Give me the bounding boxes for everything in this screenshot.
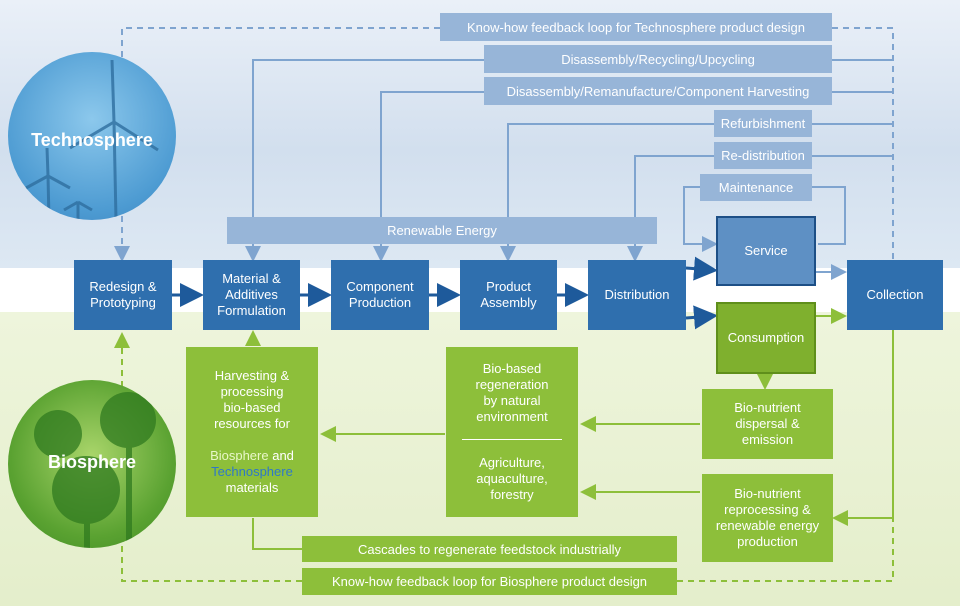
maintenance-bar: Maintenance (700, 174, 812, 201)
regeneration-box: Bio-based regeneration by natural enviro… (446, 347, 578, 517)
harvesting-processing-box: Harvesting & processing bio-based resour… (186, 347, 318, 517)
bio-nutrient-reprocessing-box: Bio-nutrient reprocessing & renewable en… (702, 474, 833, 562)
bio-nutrient-dispersal-box: Bio-nutrient dispersal & emission (702, 389, 833, 459)
harvesting-text: Harvesting & processing bio-based resour… (214, 368, 290, 431)
wind-turbine-icon (25, 59, 159, 220)
technosphere-word: Technosphere (211, 464, 293, 479)
collection-box: Collection (847, 260, 943, 330)
disassembly-remanufacture-bar: Disassembly/Remanufacture/Component Harv… (484, 77, 832, 105)
tree-icon (34, 392, 156, 548)
knowhow-technosphere-bar: Know-how feedback loop for Technosphere … (440, 13, 832, 41)
redistribution-bar: Re-distribution (714, 142, 812, 169)
and-word: and (268, 448, 294, 463)
regeneration-text: Bio-based regeneration by natural enviro… (475, 361, 549, 424)
knowhow-biosphere-bar: Know-how feedback loop for Biosphere pro… (302, 568, 677, 595)
regeneration-divider (462, 439, 562, 440)
consumption-box: Consumption (716, 302, 816, 374)
service-box: Service (716, 216, 816, 286)
cascades-bar: Cascades to regenerate feedstock industr… (302, 536, 677, 562)
redesign-prototyping-box: Redesign & Prototyping (74, 260, 172, 330)
technosphere-circle: Technosphere (8, 52, 176, 220)
harvesting-materials-line: Biosphere and (210, 432, 294, 464)
agriculture-text: Agriculture, aquaculture, forestry (476, 455, 548, 502)
biosphere-label: Biosphere (47, 452, 137, 472)
refurbishment-bar: Refurbishment (714, 110, 812, 137)
material-formulation-box: Material & Additives Formulation (203, 260, 300, 330)
distribution-box: Distribution (588, 260, 686, 330)
biosphere-word: Biosphere (210, 448, 269, 463)
biosphere-circle: Biosphere (8, 380, 176, 548)
product-assembly-box: Product Assembly (460, 260, 557, 330)
materials-word: materials (225, 480, 279, 495)
renewable-energy-bar: Renewable Energy (227, 217, 657, 244)
technosphere-label: Technosphere (31, 130, 153, 150)
disassembly-recycling-bar: Disassembly/Recycling/Upcycling (484, 45, 832, 73)
component-production-box: Component Production (331, 260, 429, 330)
